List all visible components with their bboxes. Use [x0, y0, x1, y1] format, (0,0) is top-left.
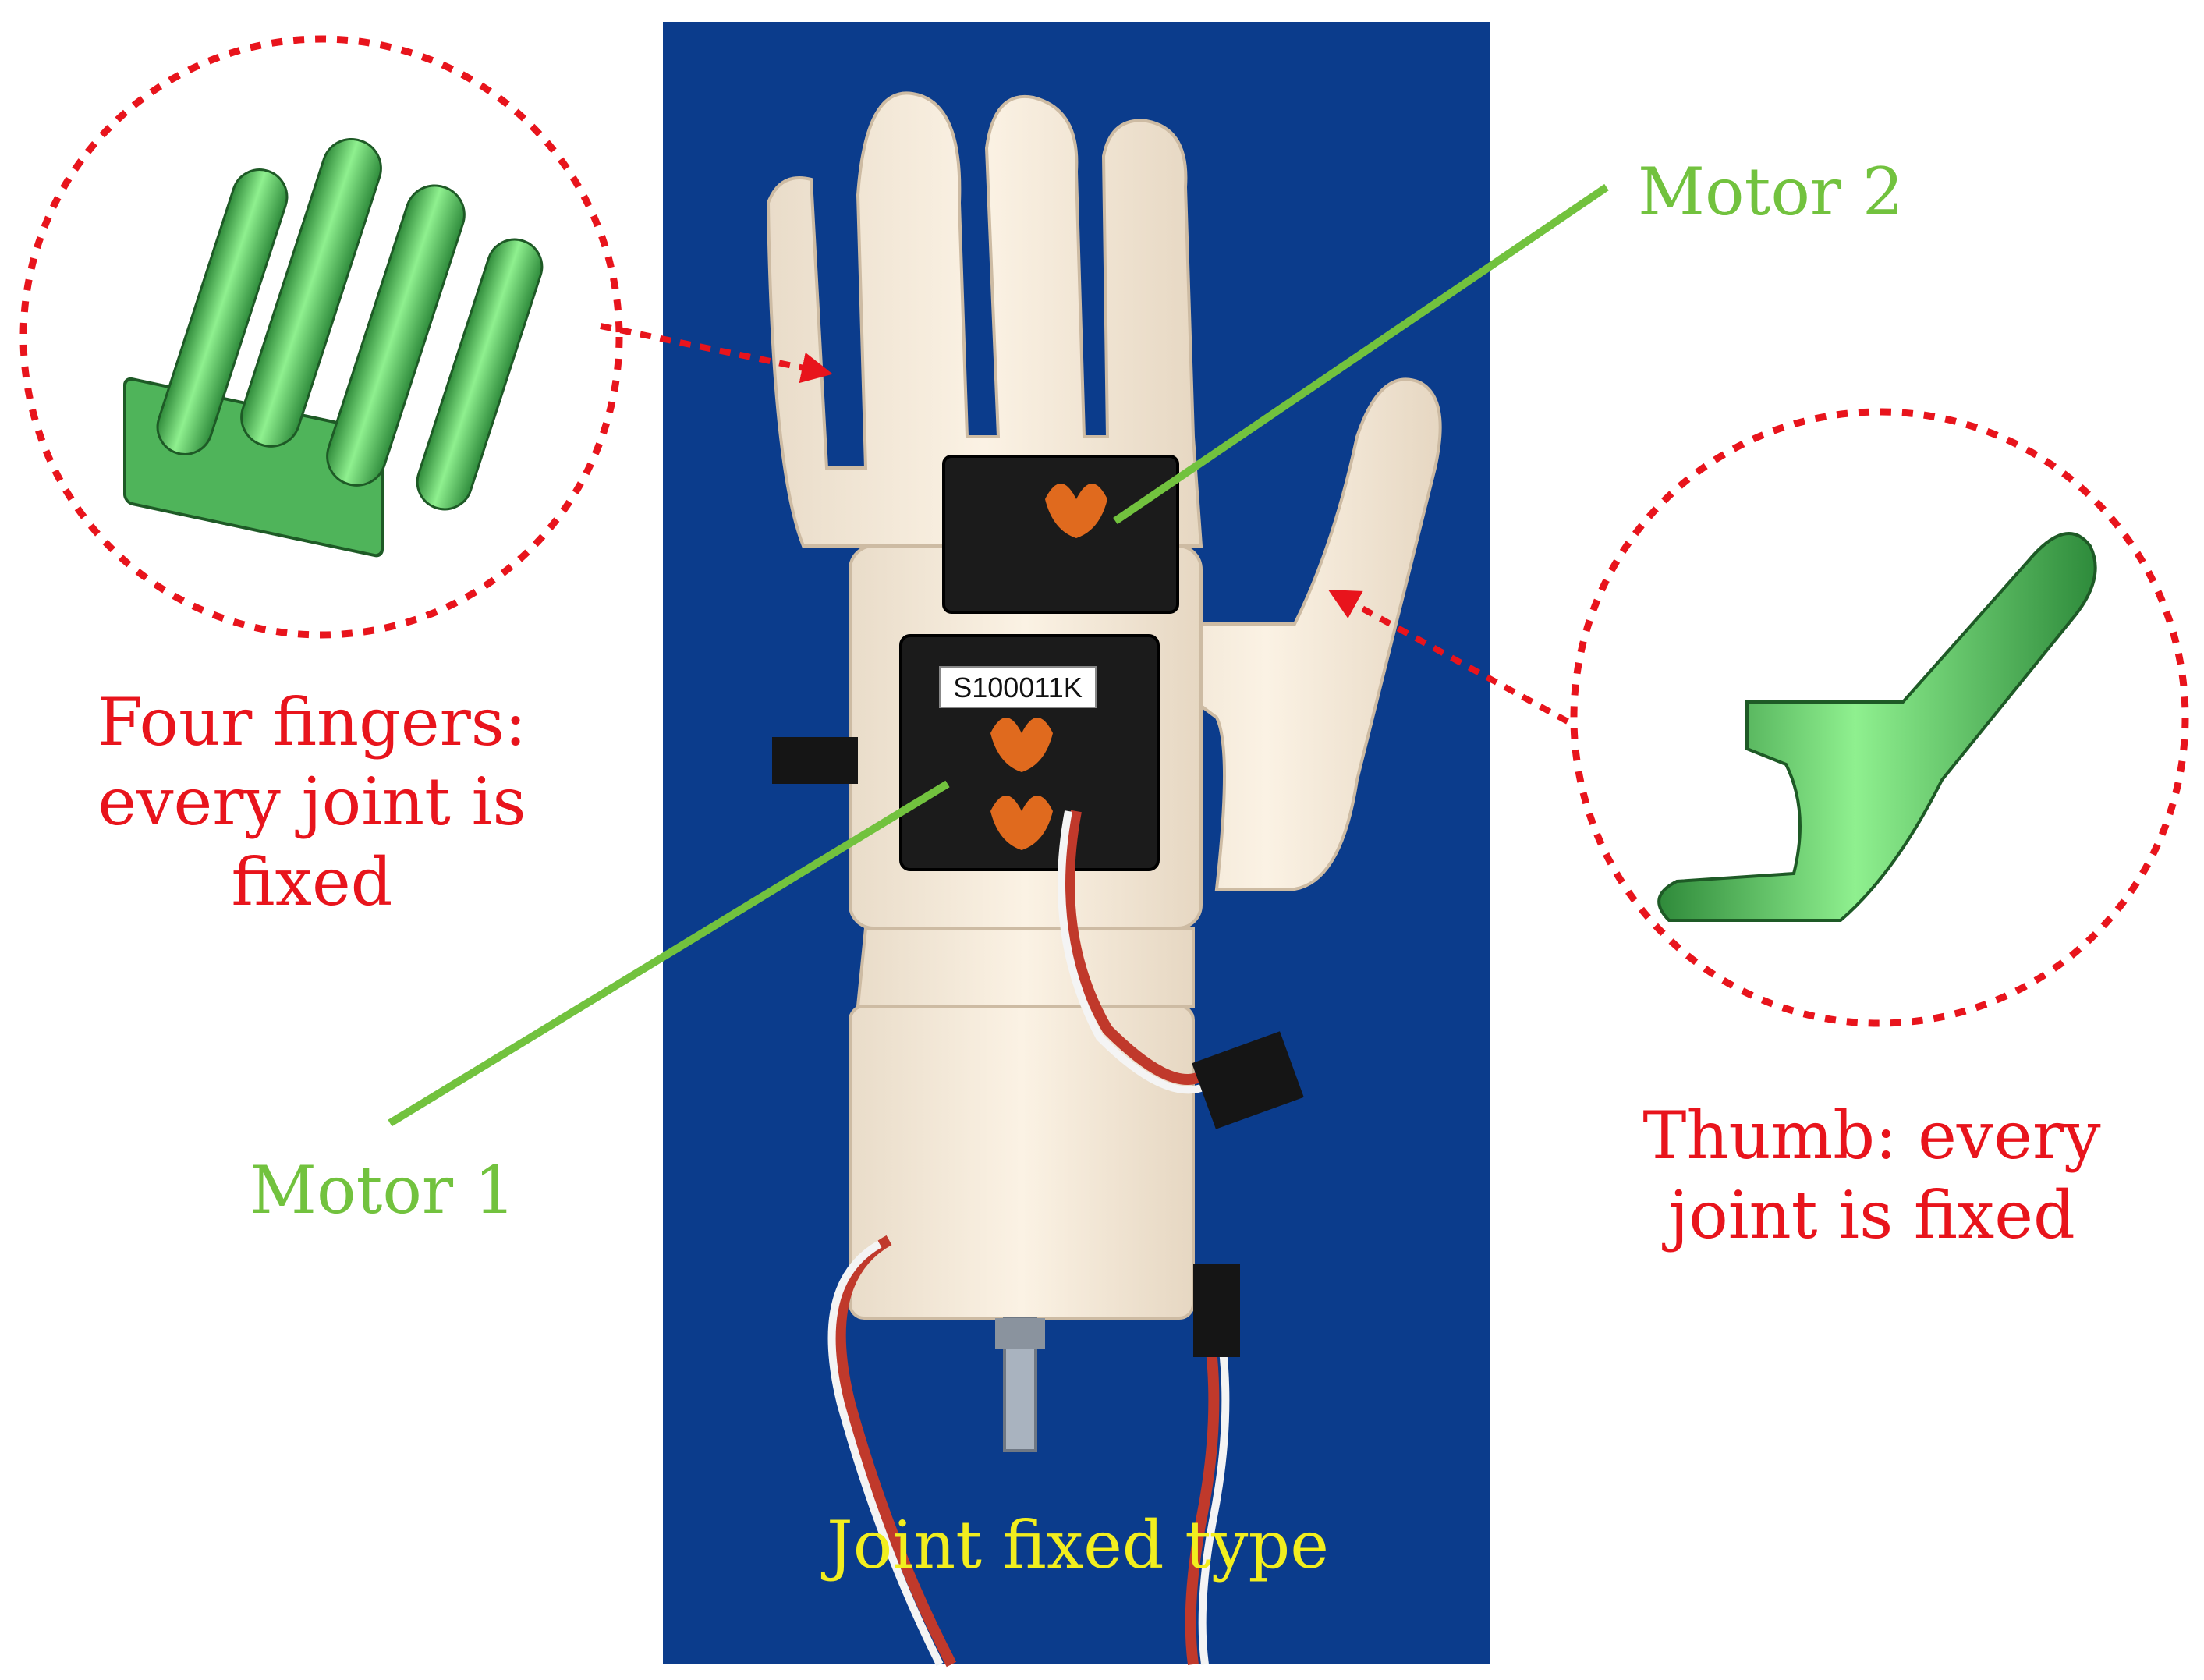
- thumb: [1087, 377, 1442, 891]
- servo-cable-right: [1064, 810, 1204, 1085]
- nut: [995, 1318, 1045, 1349]
- photo-caption: Joint fixed type: [820, 1507, 1329, 1583]
- thumb-line-1: Thumb: every: [1642, 1097, 2101, 1174]
- fingers-dashed-circle: [19, 35, 623, 639]
- four-fingers-line-3: fixed: [231, 843, 393, 920]
- palm: [766, 91, 1203, 548]
- four-fingers-cad-model: [123, 137, 544, 558]
- servo-sticker: [939, 666, 1097, 708]
- servo-1-flame-logo: [990, 718, 1053, 850]
- connector-bottom: [1193, 1264, 1240, 1357]
- thumb-cad-model: [1657, 532, 2097, 922]
- four-fingers-caption: Four fingers: every joint is fixed: [70, 682, 554, 922]
- four-fingers-cad-callout: [19, 35, 623, 639]
- motor1-label: Motor 1: [250, 1152, 516, 1228]
- four-fingers-line-2: every joint is: [97, 764, 526, 841]
- thumb-cad-callout: [1570, 408, 2189, 1027]
- servo-cable-bottom-white: [1198, 1309, 1230, 1665]
- servo-cable-bottom: [1185, 1309, 1220, 1665]
- forearm: [856, 927, 1195, 1008]
- forearm-base: [849, 1005, 1195, 1320]
- motor1-pointer: [388, 780, 950, 1127]
- connector-left: [772, 737, 858, 784]
- servo-cable-white: [1058, 810, 1203, 1094]
- motor2-pointer: [1113, 183, 1609, 525]
- motor2-label: Motor 2: [1638, 154, 1905, 230]
- thumb-arrow: [1327, 590, 1569, 725]
- servo-cable-left-white: [827, 1240, 944, 1667]
- four-fingers-line-1: Four fingers:: [97, 684, 527, 760]
- fingers-arrow: [600, 323, 833, 384]
- servo-2-flame-logo: [1045, 484, 1107, 538]
- thumb-caption: Thumb: every joint is fixed: [1607, 1096, 2137, 1256]
- thumb-dashed-circle: [1570, 408, 2189, 1027]
- thumb-line-2: joint is fixed: [1668, 1177, 2075, 1254]
- connector-right: [1192, 1031, 1304, 1129]
- servo-sticker-text: S100011K: [953, 672, 1082, 704]
- servo-cable-left: [834, 1235, 957, 1668]
- hand-photo: S100011K Joint fixed type: [663, 22, 1490, 1668]
- servo-motor-2: [942, 455, 1179, 614]
